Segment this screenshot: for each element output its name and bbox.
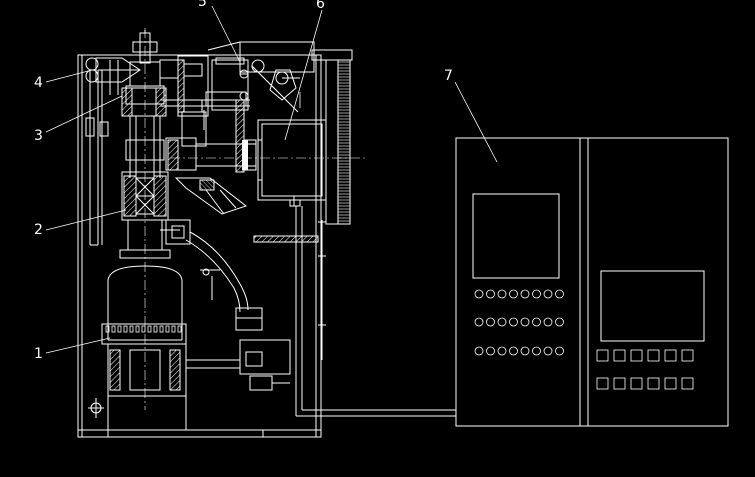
control-buttons	[596, 349, 694, 390]
base-cylinder	[88, 265, 291, 430]
pipe-and-cable	[253, 206, 456, 417]
indicator-light	[474, 346, 484, 356]
callout-label-7: 7	[444, 68, 453, 84]
indicator-light	[497, 346, 507, 356]
callout-label-3: 3	[34, 128, 43, 144]
tooth	[159, 325, 164, 333]
control-button	[664, 349, 677, 362]
machine-frame	[77, 54, 322, 438]
indicator-light	[520, 289, 530, 299]
indicator-light	[509, 317, 518, 327]
motor-cooling-fins	[338, 61, 350, 222]
hose-assembly	[165, 219, 263, 331]
callout-label-1: 1	[34, 346, 43, 362]
control-button	[630, 377, 643, 390]
control-button	[630, 349, 643, 362]
indicator-light	[497, 317, 507, 327]
indicator-light	[532, 346, 541, 356]
tooth	[171, 325, 176, 333]
indicator-light	[520, 346, 530, 356]
display-screen-right	[600, 270, 705, 342]
control-button	[613, 377, 626, 390]
drive-shaft	[165, 137, 368, 215]
indicator-light	[486, 317, 495, 327]
indicator-lights	[474, 289, 564, 356]
callout-label-2: 2	[34, 222, 43, 238]
control-button	[647, 377, 660, 390]
indicator-light	[555, 317, 564, 327]
tooth	[129, 325, 134, 333]
indicator-light	[486, 346, 495, 356]
tooth	[153, 325, 158, 333]
base-teeth	[105, 325, 182, 333]
callout-label-6: 6	[316, 0, 325, 12]
tooth	[117, 325, 122, 333]
motor	[257, 59, 351, 225]
control-button	[613, 349, 626, 362]
tooth	[141, 325, 146, 333]
tooth	[111, 325, 116, 333]
display-screen-left	[472, 193, 560, 279]
callout-leaders	[45, 5, 498, 354]
tooth	[147, 325, 152, 333]
control-button	[664, 377, 677, 390]
lever-linkage	[207, 41, 353, 113]
indicator-light	[509, 346, 518, 356]
tooth	[105, 325, 110, 333]
indicator-light	[543, 289, 553, 299]
control-button	[647, 349, 660, 362]
indicator-light	[474, 289, 484, 299]
control-button	[681, 349, 694, 362]
callout-label-5: 5	[198, 0, 207, 10]
indicator-light	[555, 289, 564, 299]
control-button	[596, 349, 609, 362]
gear-housing	[159, 55, 250, 173]
indicator-light	[543, 346, 553, 356]
tooth	[123, 325, 128, 333]
control-button	[596, 377, 609, 390]
indicator-light	[532, 317, 541, 327]
tooth	[135, 325, 140, 333]
tooth	[177, 325, 182, 333]
pulley-assembly	[85, 57, 141, 95]
indicator-light	[555, 346, 564, 356]
indicator-light	[520, 317, 530, 327]
control-button	[681, 377, 694, 390]
indicator-light	[543, 317, 553, 327]
indicator-light	[497, 289, 507, 299]
control-cabinet	[455, 137, 729, 427]
indicator-light	[486, 289, 495, 299]
indicator-light	[474, 317, 484, 327]
tooth	[165, 325, 170, 333]
guide-rod	[85, 70, 109, 246]
callout-label-4: 4	[34, 75, 43, 91]
indicator-light	[509, 289, 518, 299]
indicator-light	[532, 289, 541, 299]
